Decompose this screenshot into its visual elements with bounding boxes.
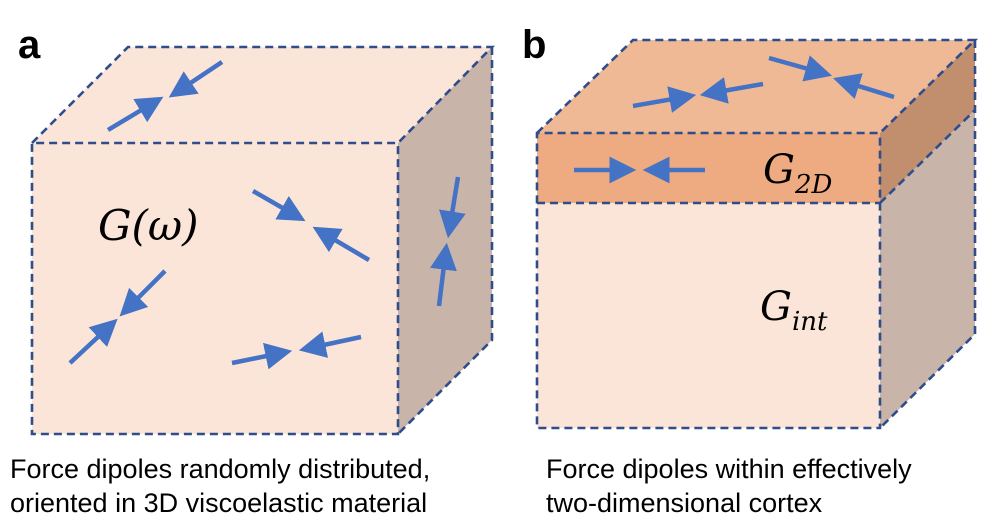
dipole-arrow (632, 86, 697, 113)
panel-b-caption-line2: two-dimensional cortex (546, 488, 823, 518)
dipole-arrow (768, 55, 833, 82)
panel-a-caption-line2: oriented in 3D viscoelastic material (10, 488, 428, 518)
panel-b-dashed-edges (535, 38, 979, 430)
panel-a-caption: Force dipoles randomly distributed, orie… (10, 452, 430, 520)
panel-a-front-face (32, 143, 398, 434)
cortex-label-sub: 2D (794, 170, 833, 200)
panel-a-dashed-edges (30, 45, 496, 436)
panel-a-side-face (398, 47, 492, 434)
dipole-arrow (119, 269, 167, 317)
dipole-arrow (832, 73, 895, 100)
panel-a-letter: a (18, 23, 41, 67)
dipole-arrow (106, 96, 164, 132)
dipole-arrow (430, 242, 457, 307)
panel-b-letter: b (522, 23, 546, 67)
dipole-arrow (298, 331, 362, 358)
panel-b-caption-line1: Force dipoles within effectively (546, 454, 912, 484)
panel-b-cortex-label: G2D (763, 147, 832, 200)
panel-b-cortex-front (537, 133, 880, 203)
panel-a-caption-line1: Force dipoles randomly distributed, (10, 454, 431, 484)
panel-b-cube (535, 38, 979, 430)
interior-label-main: G (760, 284, 792, 330)
panel-b-interior-label: Gint (760, 284, 828, 337)
dipole-arrow (231, 342, 293, 370)
panel-b-interior-front (537, 203, 880, 428)
panel-b-caption: Force dipoles within effectively two-dim… (546, 452, 912, 520)
dipole-arrow (312, 226, 371, 262)
dipole-arrow (68, 318, 118, 365)
panel-a-force-dipoles (68, 60, 466, 370)
dipole-arrow (251, 189, 306, 222)
dipole-arrow (699, 77, 764, 104)
cortex-label-main: G (763, 147, 795, 193)
panel-a-modulus-label: G(ω) (98, 201, 199, 250)
dipole-arrow (439, 176, 466, 239)
interior-label-sub: int (792, 307, 828, 337)
dipole-arrow (168, 60, 224, 98)
panel-b-interior-side (880, 110, 975, 428)
panel-b-force-dipoles (574, 55, 895, 184)
panel-b-cortex-side (880, 40, 975, 203)
